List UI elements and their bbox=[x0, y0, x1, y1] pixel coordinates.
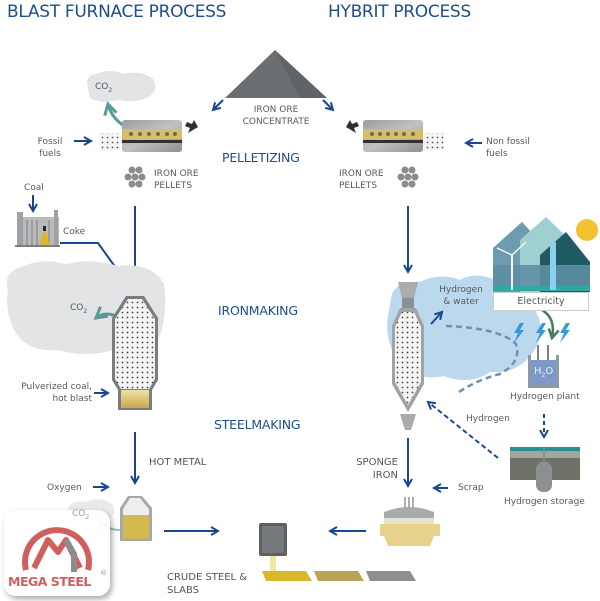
label-crude-steel-slabs: CRUDE STEEL & SLABS bbox=[167, 571, 247, 597]
logo-registered-mark: ® bbox=[100, 569, 107, 577]
pelletizer-bf bbox=[122, 120, 182, 152]
nonfossil-line1: Non fossil bbox=[486, 137, 530, 147]
arrow-concentrate-to-hybrit bbox=[322, 99, 335, 112]
mega-steel-logo-icon bbox=[22, 527, 92, 572]
label-scrap: Scrap bbox=[458, 483, 484, 493]
logo-name: MEGA STEEL bbox=[8, 574, 91, 589]
co2-text: CO bbox=[95, 82, 109, 92]
label-pellets-hybrit: IRON ORE PELLETS bbox=[339, 168, 384, 192]
h2o-o: O bbox=[545, 366, 554, 377]
pelletizer-hybrit bbox=[363, 120, 423, 152]
label-coke: Coke bbox=[63, 227, 86, 237]
ladle bbox=[259, 523, 287, 572]
pulverized-line1: Pulverized coal, bbox=[21, 382, 92, 392]
label-hydrogen-storage: Hydrogen storage bbox=[504, 497, 585, 507]
label-pellets-bf: IRON ORE PELLETS bbox=[154, 168, 199, 192]
co2-sub: 2 bbox=[108, 86, 113, 94]
pellets-bf-line2: PELLETS bbox=[154, 181, 193, 191]
co2-sub: 2 bbox=[85, 513, 90, 521]
header-hybrit: HYBRIT PROCESS bbox=[328, 2, 471, 22]
label-nonfossil-fuels: Non fossil fuels bbox=[486, 136, 530, 160]
arrow-concentrate-to-bf bbox=[211, 99, 224, 112]
concentrate-line1: IRON ORE bbox=[253, 105, 299, 115]
pulverized-line2: hot blast bbox=[52, 394, 92, 404]
stage-ironmaking: IRONMAKING bbox=[218, 303, 298, 318]
co2-text: CO bbox=[70, 303, 84, 313]
logo-card bbox=[4, 510, 110, 596]
fuel-dust-hybrit bbox=[424, 133, 444, 151]
pellet-feed-arrow-hybrit bbox=[346, 120, 359, 133]
arrow-hydrogen-to-shaft bbox=[426, 400, 499, 459]
fossil-line1: Fossil bbox=[37, 137, 63, 147]
h2o-sub: 2 bbox=[541, 372, 546, 379]
iron-ore-pellets-icon-hybrit bbox=[397, 166, 419, 188]
electric-arc-furnace bbox=[380, 497, 440, 546]
crude-line1: CRUDE STEEL & bbox=[167, 572, 248, 583]
pellets-bf-line1: IRON ORE bbox=[154, 169, 199, 179]
lightning-icons bbox=[514, 323, 570, 343]
fossil-line2: fuels bbox=[39, 149, 61, 159]
label-pulverized-coal: Pulverized coal, hot blast bbox=[0, 381, 92, 405]
label-iron-ore-concentrate: IRON ORE CONCENTRATE bbox=[236, 104, 316, 128]
pellets-h-line2: PELLETS bbox=[339, 181, 378, 191]
arrow-electricity-to-plant bbox=[541, 308, 560, 341]
label-electricity: Electricity bbox=[493, 292, 589, 311]
co2-text: CO bbox=[72, 509, 86, 519]
pellet-feed-arrow-bf bbox=[185, 120, 198, 133]
label-co2-furnace: CO2 bbox=[70, 302, 87, 318]
crude-line2: SLABS bbox=[167, 585, 200, 596]
arrow-coke bbox=[60, 242, 123, 277]
h2o-h: H bbox=[534, 366, 542, 377]
co2-sub: 2 bbox=[83, 307, 88, 315]
header-blast-furnace: BLAST FURNACE PROCESS bbox=[7, 2, 227, 22]
slab-gray bbox=[366, 571, 416, 581]
stage-steelmaking: STEELMAKING bbox=[214, 417, 301, 432]
sponge-line2: IRON bbox=[372, 470, 398, 481]
slab-olive bbox=[314, 571, 364, 581]
renewable-landscape bbox=[493, 217, 598, 292]
sponge-line1: SPONGE bbox=[356, 457, 398, 468]
label-hydrogen: Hydrogen bbox=[466, 414, 510, 424]
label-hot-metal: HOT METAL bbox=[149, 457, 207, 468]
hydrogen-plant bbox=[528, 345, 559, 388]
label-fossil-fuels: Fossil fuels bbox=[30, 136, 70, 160]
hydrogen-water-line1: Hydrogen bbox=[439, 285, 483, 295]
hydrogen-water-line2: & water bbox=[443, 297, 479, 307]
concentrate-line2: CONCENTRATE bbox=[242, 117, 310, 127]
hydrogen-storage bbox=[510, 447, 580, 492]
blast-furnace bbox=[112, 296, 158, 410]
shaft-furnace bbox=[392, 282, 424, 430]
label-coal: Coal bbox=[24, 183, 44, 193]
pellets-h-line1: IRON ORE bbox=[339, 169, 384, 179]
fuel-dust-bf bbox=[100, 133, 120, 151]
co2-cloud-pellet bbox=[87, 71, 156, 102]
label-sponge-iron: SPONGE IRON bbox=[340, 456, 398, 482]
label-co2-pelletizer: CO2 bbox=[95, 81, 112, 97]
dashed-loop bbox=[445, 324, 519, 396]
label-oxygen: Oxygen bbox=[47, 483, 82, 493]
nonfossil-line2: fuels bbox=[486, 149, 508, 159]
stage-pelletizing: PELLETIZING bbox=[222, 150, 300, 165]
converter bbox=[120, 496, 152, 541]
label-hydrogen-plant: Hydrogen plant bbox=[510, 392, 580, 402]
coke-oven bbox=[15, 210, 60, 247]
label-hydrogen-water: Hydrogen & water bbox=[436, 284, 486, 308]
label-h2o: H2O bbox=[534, 366, 553, 379]
ore-pile-shade bbox=[275, 50, 327, 98]
iron-ore-pellets-icon-bf bbox=[124, 166, 146, 188]
label-co2-converter: CO2 bbox=[72, 508, 89, 524]
slab-gold bbox=[262, 571, 312, 581]
arrow-hydrogen-water-out bbox=[430, 310, 444, 325]
